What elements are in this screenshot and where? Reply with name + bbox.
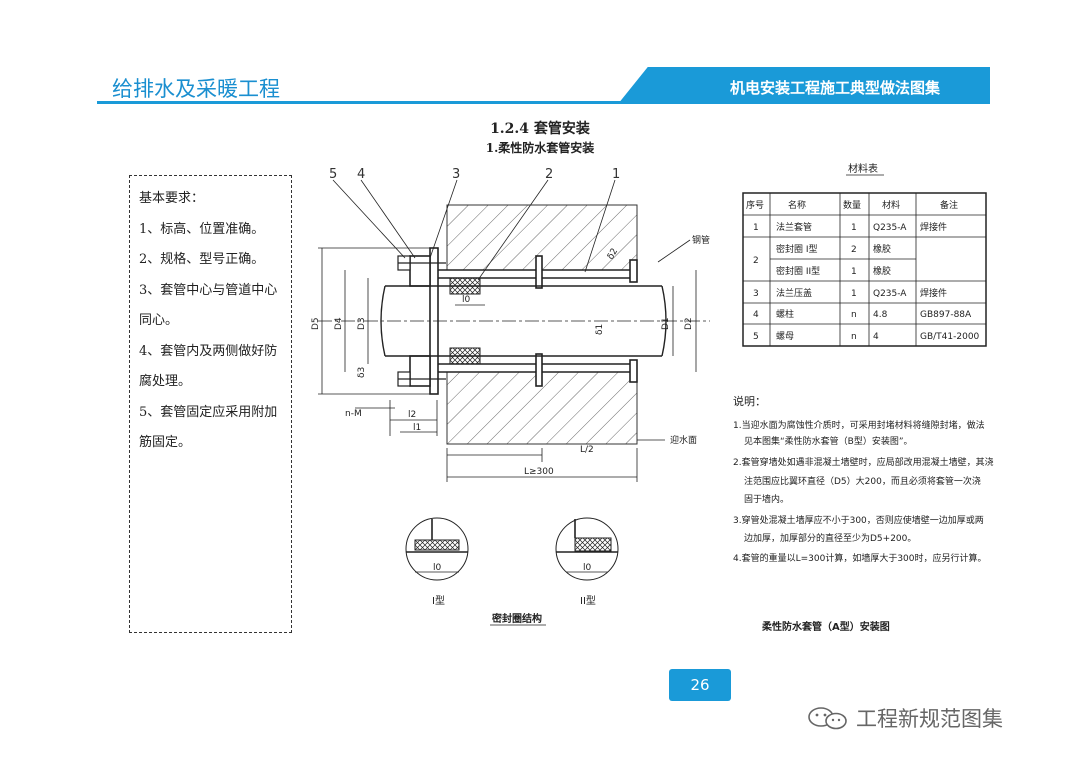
callout-3: 3: [452, 167, 460, 182]
cell: 5: [753, 332, 759, 342]
label-steel-pipe: 钢管: [692, 234, 710, 246]
th-index: 序号: [746, 199, 764, 211]
label-half-l: L/2: [580, 445, 594, 455]
drawing-labels: 钢管 迎水面 n-M l2 l1 l0 L/2 L≥300 D5 D4 D3 D…: [311, 234, 710, 477]
th-qty: 数量: [843, 199, 861, 211]
watermark-text: 工程新规范图集: [856, 707, 1003, 731]
callout-5: 5: [329, 167, 337, 182]
note-line: 3.穿管处混凝土墙厚应不小于300，否则应使墙壁一边加厚或两: [733, 514, 984, 526]
callout-2: 2: [545, 167, 553, 182]
label-water-face: 迎水面: [670, 434, 697, 446]
cell: 螺母: [776, 331, 794, 342]
note-line: 见本图集“柔性防水套管（B型）安装图”。: [744, 435, 913, 447]
note-line: 2.套管穿墙处如遇非混凝土墙壁时，应局部改用混凝土墙壁，其浇: [733, 456, 994, 468]
label-delta1: δ1: [595, 324, 605, 335]
th-name: 名称: [788, 199, 806, 211]
requirement-item: 1、标高、位置准确。: [139, 221, 265, 237]
cell: 1: [851, 289, 857, 299]
cell: 4.8: [873, 310, 888, 320]
header-band: [618, 67, 990, 104]
seal-detail-type2: [555, 517, 619, 581]
cell: Q235-A: [873, 223, 907, 233]
cell: 密封圈 I型: [776, 243, 818, 255]
note-line: 固于墙内。: [744, 493, 789, 505]
label-type2: II型: [580, 594, 596, 607]
cell: n: [851, 332, 857, 342]
cell: 橡胶: [873, 243, 891, 255]
cell: 1: [753, 223, 759, 233]
callouts: 5 4 3 2 1: [329, 167, 620, 182]
seal-detail-type1: [405, 517, 469, 581]
cell: 橡胶: [873, 265, 891, 277]
label-d3: D3: [357, 317, 367, 330]
notes: 说明： 1.当迎水面为腐蚀性介质时，可采用封堵材料将缝隙封堵，做法 见本图集“柔…: [733, 394, 994, 564]
cell: 法兰套管: [776, 221, 812, 233]
label-l2: l2: [408, 410, 416, 420]
cell: 密封圈 II型: [776, 265, 820, 277]
cell: 1: [851, 267, 857, 277]
label-l1: l1: [413, 423, 421, 433]
wechat-icon: [808, 707, 847, 730]
section-title: 1.2.4 套管安装: [490, 121, 590, 137]
cell: 2: [851, 245, 857, 255]
label-type1: I型: [432, 594, 445, 607]
drawing-main-title: 柔性防水套管（A型）安装图: [761, 620, 890, 633]
requirement-item: 2、规格、型号正确。: [139, 252, 265, 267]
requirements-box: 基本要求： 1、标高、位置准确。 2、规格、型号正确。 3、套管中心与管道中心同…: [129, 175, 292, 633]
cell: Q235-A: [873, 289, 907, 299]
label-delta3: δ3: [357, 367, 367, 378]
label-l300: L≥300: [524, 467, 554, 477]
label-l0-type1: l0: [433, 563, 442, 573]
bolts: [397, 255, 446, 387]
materials-title: 材料表: [848, 162, 878, 175]
th-material: 材料: [882, 199, 900, 211]
cell: n: [851, 310, 857, 320]
note-line: 4.套管的重量以L=300计算，如墙厚大于300时，应另行计算。: [733, 552, 987, 564]
watermark: 工程新规范图集: [806, 703, 1003, 733]
section-subtitle: 1.柔性防水套管安装: [485, 141, 595, 155]
wall-section: [446, 204, 638, 445]
note-line: 边加厚，加厚部分的直径至少为D5+200。: [744, 532, 916, 544]
label-l0: l0: [462, 295, 471, 305]
label-d2: D2: [684, 317, 694, 330]
header-left-title: 给排水及采暖工程: [112, 77, 280, 101]
label-delta2: δ2: [606, 247, 620, 262]
seal-structure-title: 密封圈结构: [492, 612, 542, 625]
label-d4: D4: [334, 317, 344, 330]
requirement-item: 3、套管中心与管道中心同心。: [139, 282, 278, 329]
th-remark: 备注: [940, 199, 958, 211]
materials-table: 材料表 序号 名称 数量 材料 备注 1 法兰套管 1 Q235-A 焊接件 2…: [742, 162, 987, 347]
cell: 3: [753, 289, 759, 299]
cell: 焊接件: [920, 221, 947, 233]
requirement-item: 4、套管内及两侧做好防腐处理。: [139, 343, 278, 390]
callout-4: 4: [357, 167, 365, 182]
note-line: 1.当迎水面为腐蚀性介质时，可采用封堵材料将缝隙封堵，做法: [733, 419, 985, 431]
callout-1: 1: [612, 167, 620, 182]
cell: GB897-88A: [920, 310, 972, 320]
cell: 1: [851, 223, 857, 233]
label-d1: D1: [661, 317, 671, 330]
page-number: 26: [669, 669, 731, 701]
cell: 2: [753, 256, 759, 266]
label-nm: n-M: [345, 409, 362, 419]
cell: 4: [873, 332, 879, 342]
cell: 螺柱: [776, 308, 794, 320]
requirements-heading: 基本要求：: [139, 191, 205, 206]
label-l0-type2: l0: [583, 563, 592, 573]
cell: 焊接件: [920, 287, 947, 299]
notes-heading: 说明：: [733, 394, 766, 408]
header-right-title: 机电安装工程施工典型做法图集: [730, 79, 941, 97]
dimension-lines: [318, 179, 697, 482]
requirement-item: 5、套管固定应采用附加筋固定。: [139, 404, 278, 451]
label-d5: D5: [311, 317, 321, 330]
cell: 4: [753, 310, 759, 320]
note-line: 注范围应比翼环直径（D5）大200，而且必须将套管一次浇: [744, 475, 981, 487]
cell: GB/T41-2000: [920, 332, 980, 342]
header-divider: [97, 101, 990, 104]
cell: 法兰压盖: [776, 287, 812, 299]
